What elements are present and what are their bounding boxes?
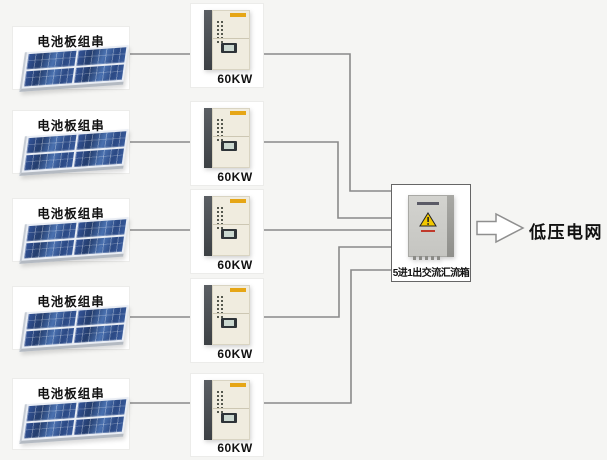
pv-string-3-label: 电池板组串: [37, 207, 105, 221]
pv-module: [24, 239, 75, 259]
pv-module: [73, 64, 124, 84]
combiner-cabinet-door: [408, 195, 447, 260]
pv-string-2: 电池板组串: [12, 110, 130, 176]
inverter-led-indicators: [216, 390, 224, 414]
solar-panel-image: [19, 397, 129, 444]
inverter-display-screen: [221, 318, 237, 329]
inverter-1: 60KW: [190, 3, 264, 88]
pv-string-5-label: 电池板组串: [37, 387, 105, 401]
inverter-3: 60KW: [190, 189, 264, 274]
pv-module: [76, 399, 127, 418]
inverter-seam: [213, 407, 249, 409]
pv-module: [24, 419, 75, 439]
wire-inverter2-combiner: [264, 141, 391, 219]
pv-module: [26, 222, 77, 242]
pv-module: [73, 236, 124, 256]
pv-string-3: 电池板组串: [12, 198, 130, 264]
inverter-seam: [213, 135, 249, 137]
inverter-front-panel: [212, 380, 250, 440]
pv-module: [26, 134, 77, 154]
solar-panel-image: [19, 217, 129, 264]
inverter-image: [204, 108, 250, 168]
pv-module: [24, 327, 75, 347]
inverter-front-panel: [212, 108, 250, 168]
cabinet-nameplate: [417, 202, 439, 205]
inverter-logo: [230, 13, 246, 17]
pv-module: [26, 402, 77, 422]
pv-string-1-label: 电池板组串: [37, 35, 105, 49]
inverter-image: [204, 10, 250, 70]
pv-string-4-label: 电池板组串: [37, 295, 105, 309]
inverter-display-screen: [221, 229, 237, 240]
solar-panel-image: [19, 129, 129, 176]
solar-panel-image: [19, 45, 129, 92]
pv-module: [76, 47, 127, 66]
pv-module: [26, 310, 77, 330]
pv-module: [73, 324, 124, 344]
inverter-front-panel: [212, 10, 250, 70]
combiner-box-label: 5进1出交流汇流箱: [392, 268, 470, 279]
pv-module: [24, 151, 75, 171]
inverter-5: 60KW: [190, 373, 264, 457]
pv-module: [73, 416, 124, 436]
solar-panel-image: [19, 305, 129, 352]
inverter-seam: [213, 37, 249, 39]
inverter-logo: [230, 199, 246, 203]
inverter-seam: [213, 223, 249, 225]
inverter-image: [204, 196, 250, 256]
inverter-front-panel: [212, 196, 250, 256]
cabinet-cable-glands: [413, 256, 443, 260]
inverter-logo: [230, 111, 246, 115]
pv-string-1: 电池板组串: [12, 26, 130, 92]
pv-module: [73, 148, 124, 168]
pv-module: [76, 219, 127, 238]
pv-string-2-label: 电池板组串: [37, 119, 105, 133]
inverter-led-indicators: [216, 118, 224, 142]
inverter-side-panel: [204, 380, 212, 440]
inverter-led-indicators: [216, 295, 224, 319]
inverter-3-power-label: 60KW: [217, 258, 253, 272]
cabinet-warning-text: [421, 230, 435, 232]
wire-inverter4-combiner: [264, 246, 391, 318]
inverter-2: 60KW: [190, 101, 264, 186]
inverter-front-panel: [212, 285, 250, 345]
inverter-logo: [230, 288, 246, 292]
inverter-side-panel: [204, 285, 212, 345]
warning-triangle-icon: [419, 212, 437, 227]
pv-module: [24, 67, 75, 87]
inverter-2-power-label: 60KW: [217, 170, 253, 184]
ac-combiner-box: 5进1出交流汇流箱: [391, 184, 471, 282]
inverter-display-screen: [221, 43, 237, 54]
inverter-seam: [213, 312, 249, 314]
right-block-arrow-icon: [476, 212, 525, 244]
inverter-side-panel: [204, 108, 212, 168]
pv-module: [76, 307, 127, 326]
wire-inverter1-combiner: [264, 53, 391, 192]
inverter-image: [204, 380, 250, 440]
inverter-image: [204, 285, 250, 345]
pv-module: [26, 50, 77, 70]
combiner-cabinet-side: [447, 195, 454, 257]
inverter-5-power-label: 60KW: [217, 441, 253, 455]
inverter-4: 60KW: [190, 278, 264, 363]
inverter-led-indicators: [216, 206, 224, 230]
inverter-led-indicators: [216, 20, 224, 44]
inverter-side-panel: [204, 196, 212, 256]
low-voltage-grid-label: 低压电网: [529, 223, 603, 242]
pv-string-4: 电池板组串: [12, 286, 130, 352]
inverter-display-screen: [221, 413, 237, 424]
inverter-side-panel: [204, 10, 212, 70]
combiner-cabinet-image: [408, 195, 454, 260]
pv-string-5: 电池板组串: [12, 378, 130, 450]
inverter-4-power-label: 60KW: [217, 347, 253, 361]
inverter-1-power-label: 60KW: [217, 72, 253, 86]
wire-inverter5-combiner: [264, 269, 391, 404]
pv-module: [76, 131, 127, 150]
inverter-display-screen: [221, 141, 237, 152]
inverter-logo: [230, 383, 246, 387]
